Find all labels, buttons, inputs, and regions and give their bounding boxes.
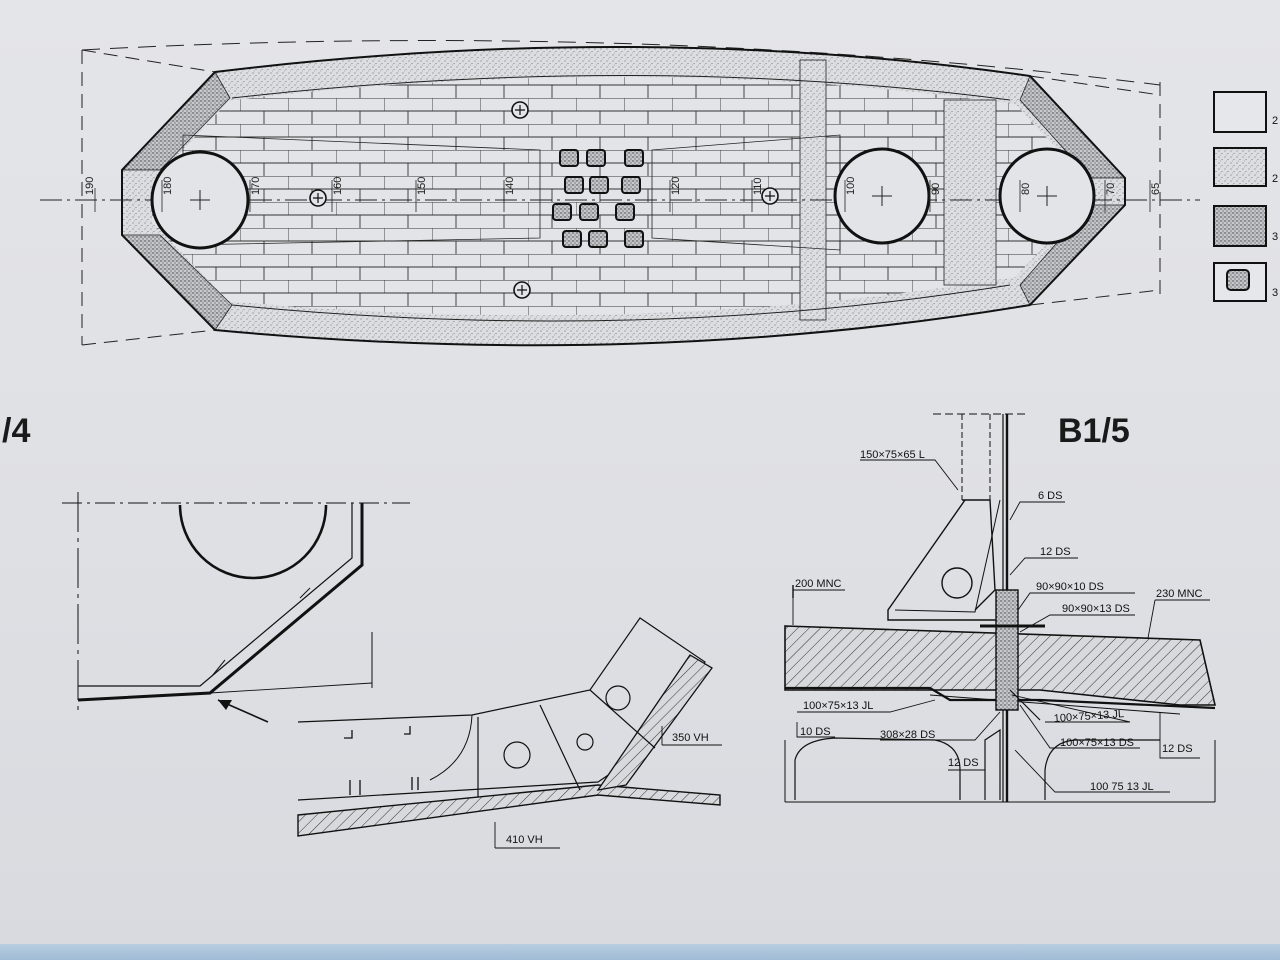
frame-label-120: 120	[670, 177, 682, 195]
frame-label-100: 100	[845, 177, 857, 195]
label-12ds: 12 DS	[1040, 546, 1071, 558]
frame-label-90: 90	[930, 183, 942, 195]
frame-label-110: 110	[752, 177, 764, 195]
detail-left-label-350: 350 VH	[672, 732, 709, 744]
legend-label-4: 3	[1272, 287, 1278, 299]
detail-left-half-circle	[178, 504, 328, 580]
plan-view: 190 180 170 160 150 140 120 110 100 90 8…	[40, 40, 1200, 347]
frame-label-180: 180	[162, 177, 174, 195]
detail-right-labels: 150×75×65 L 6 DS 12 DS 90×90×10 DS 90×90…	[795, 449, 1203, 793]
detail-left	[62, 492, 722, 849]
label-6ds: 6 DS	[1038, 490, 1062, 502]
label-308-28: 308×28 DS	[880, 729, 935, 741]
detail-label-left: /4	[2, 412, 30, 450]
detail-left-plate-upper	[596, 654, 713, 791]
page-edge-band	[0, 944, 1280, 960]
label-10ds: 10 DS	[800, 726, 831, 738]
plan-cell-blocks	[552, 149, 644, 248]
legend: 2 2 3 3	[1213, 91, 1278, 302]
frame-label-65: 65	[1150, 183, 1162, 195]
label-230-mnc: 230 MNC	[1156, 588, 1203, 600]
label-100-75-13-ds: 100×75×13 DS	[1060, 737, 1134, 749]
frame-label-80: 80	[1020, 183, 1032, 195]
label-150-75-65: 150×75×65 L	[860, 449, 925, 461]
label-100-75-13-jl-right: 100×75×13 JL	[1053, 708, 1124, 725]
label-90-90-10: 90×90×10 DS	[1036, 581, 1104, 593]
legend-swatch-empty	[1213, 91, 1267, 133]
label-100-75-13-jl-low: 100 75 13 JL	[1090, 781, 1154, 793]
frame-label-150: 150	[416, 177, 428, 195]
legend-swatch-light	[1213, 147, 1267, 187]
plan-envelope-curve	[81, 40, 1161, 86]
plan-frame-ticks	[94, 180, 1151, 212]
label-100-75-13-jl-left: 100×75×13 JL	[803, 700, 873, 712]
legend-label-3: 3	[1272, 231, 1278, 243]
frame-label-190: 190	[84, 177, 96, 195]
frame-label-160: 160	[332, 177, 344, 195]
frame-label-170: 170	[250, 177, 262, 195]
detail-left-label-410: 410 VH	[506, 834, 543, 846]
plan-frame-labels: 190 180 170 160 150 140 120 110 100 90 8…	[84, 177, 1162, 195]
plan-envelope-dashed	[81, 49, 1161, 346]
label-12ds-low: 12 DS	[948, 757, 979, 769]
label-200-mnc: 200 MNC	[795, 578, 842, 590]
frame-label-140: 140	[504, 177, 516, 195]
plan-hull-outline	[121, 45, 1126, 347]
frame-label-70: 70	[1105, 183, 1117, 195]
legend-swatch-dense	[1213, 205, 1267, 247]
label-12ds-right: 12 DS	[1162, 743, 1193, 755]
legend-label-1: 2	[1272, 115, 1278, 127]
legend-label-2: 2	[1272, 173, 1278, 185]
label-90-90-13: 90×90×13 DS	[1062, 603, 1130, 615]
detail-left-plate-lower	[297, 784, 721, 837]
detail-label-right: B1/5	[1058, 412, 1130, 450]
detail-right	[784, 413, 1217, 803]
